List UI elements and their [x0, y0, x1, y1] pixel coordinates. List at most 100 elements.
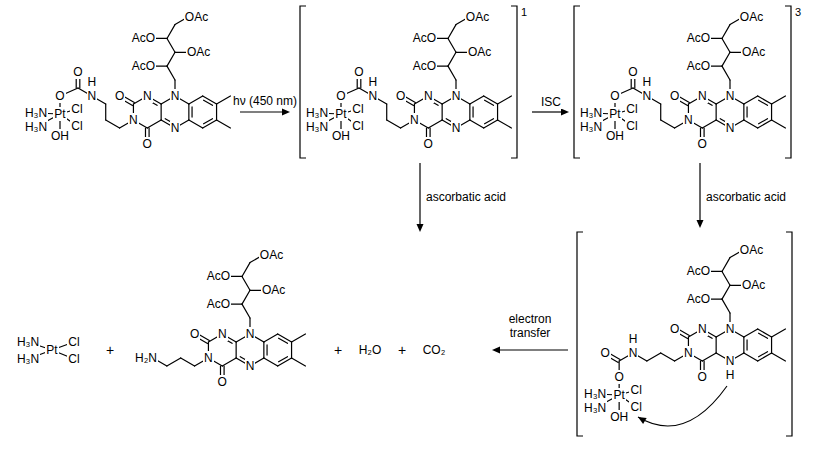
reaction-condition: ISC: [540, 95, 562, 109]
bond-line: [188, 104, 189, 120]
bond-line: [278, 358, 292, 366]
bond-line: [448, 38, 456, 52]
atom-label: O: [142, 137, 153, 151]
atom-label: O: [609, 89, 620, 103]
atom-label: O: [72, 65, 83, 79]
atom-label: Pt: [53, 107, 66, 121]
atom-label: Pt: [45, 343, 58, 357]
bond-line: [147, 120, 161, 128]
square-bracket: [511, 6, 517, 158]
acetate-label: OAc: [465, 10, 490, 24]
atom-label: N: [683, 113, 694, 127]
plus-sign: +: [397, 342, 407, 358]
bond-line: [442, 104, 443, 120]
acetate-label: AcO: [206, 269, 231, 283]
acetate-label: AcO: [131, 31, 156, 45]
atom-label: N: [245, 327, 256, 341]
atom-label: O: [353, 65, 364, 79]
atom-label: H: [628, 332, 639, 346]
atom-label: OH: [50, 129, 70, 143]
plus-sign: +: [333, 342, 343, 358]
electron-push-arrow: [638, 386, 727, 426]
atom-label: N: [697, 322, 708, 336]
atom-label: H₃N: [24, 120, 48, 134]
atom-label: Cl: [67, 335, 80, 349]
atom-label: N: [683, 346, 694, 360]
atom-label: N: [697, 89, 708, 103]
atom-label: O: [395, 89, 406, 103]
square-bracket: [785, 6, 791, 158]
acetate-label: OAc: [739, 243, 764, 257]
atom-label: N: [451, 121, 462, 135]
acetate-label: OAc: [184, 10, 209, 24]
acetate-label: OAc: [261, 283, 286, 297]
bond-line: [716, 104, 717, 120]
bond-line: [722, 66, 730, 80]
atom-label: N: [203, 351, 214, 365]
reaction-arrow-head: [697, 220, 704, 228]
atom-label: O: [600, 346, 611, 360]
bond-line: [758, 329, 772, 337]
bond-line: [771, 104, 772, 120]
atom-label: N: [628, 346, 639, 360]
atom-label: O: [217, 375, 228, 389]
atom-label: H₃N: [579, 106, 603, 120]
atom-label: N: [142, 89, 153, 103]
bond-line: [772, 329, 786, 337]
bond-line: [167, 66, 175, 80]
atom-label: H: [87, 75, 98, 89]
inner-double-bond: [204, 119, 213, 124]
atom-label: H: [725, 368, 736, 382]
inner-double-bond: [746, 107, 747, 117]
bond-line: [387, 120, 401, 128]
bond-line: [772, 96, 786, 104]
atom-label: Pt: [608, 107, 621, 121]
inner-double-bond: [279, 357, 288, 362]
acetate-label: OAc: [186, 45, 211, 59]
bond-line: [242, 276, 250, 290]
atom-label: O: [423, 137, 434, 151]
bond-line: [744, 329, 758, 337]
bond-line: [702, 353, 716, 361]
atom-label: H₃N: [305, 106, 329, 120]
atom-label: H₃N: [583, 387, 607, 401]
formula-label: H₂O: [358, 343, 383, 357]
bond-line: [771, 337, 772, 353]
atom-label: O: [613, 370, 624, 384]
bond-line: [498, 120, 512, 128]
atom-label: O: [114, 89, 125, 103]
atom-label: H: [642, 75, 653, 89]
atom-label: Cl: [629, 383, 642, 397]
bond-line: [236, 342, 237, 358]
bond-line: [647, 353, 661, 361]
bond-line: [264, 358, 278, 366]
acetate-label: AcO: [412, 59, 437, 73]
bond-line: [189, 96, 203, 104]
atom-label: Cl: [67, 352, 80, 366]
acetate-label: AcO: [686, 264, 711, 278]
acetate-label: AcO: [686, 292, 711, 306]
bond-line: [722, 258, 730, 272]
atom-label: O: [697, 370, 708, 384]
atom-label: Cl: [351, 119, 364, 133]
bond-line: [772, 120, 786, 128]
bond-line: [106, 120, 120, 128]
atom-label: N: [368, 89, 379, 103]
acetate-label: AcO: [412, 31, 437, 45]
electron-push-arrow-head: [638, 417, 647, 424]
bond-line: [470, 96, 484, 104]
atom-label: Cl: [625, 119, 638, 133]
bond-line: [758, 120, 772, 128]
bond-line: [167, 358, 181, 366]
atom-label: N: [87, 89, 98, 103]
acetate-label: OAc: [739, 10, 764, 24]
bond-line: [722, 271, 730, 285]
bond-line: [744, 353, 758, 361]
atom-label: Cl: [629, 400, 642, 414]
bond-line: [722, 38, 730, 52]
atom-label: N: [725, 354, 736, 368]
atom-label: N: [170, 121, 181, 135]
bond-line: [264, 334, 278, 342]
atom-label: N: [245, 359, 256, 373]
bond-line: [217, 96, 231, 104]
